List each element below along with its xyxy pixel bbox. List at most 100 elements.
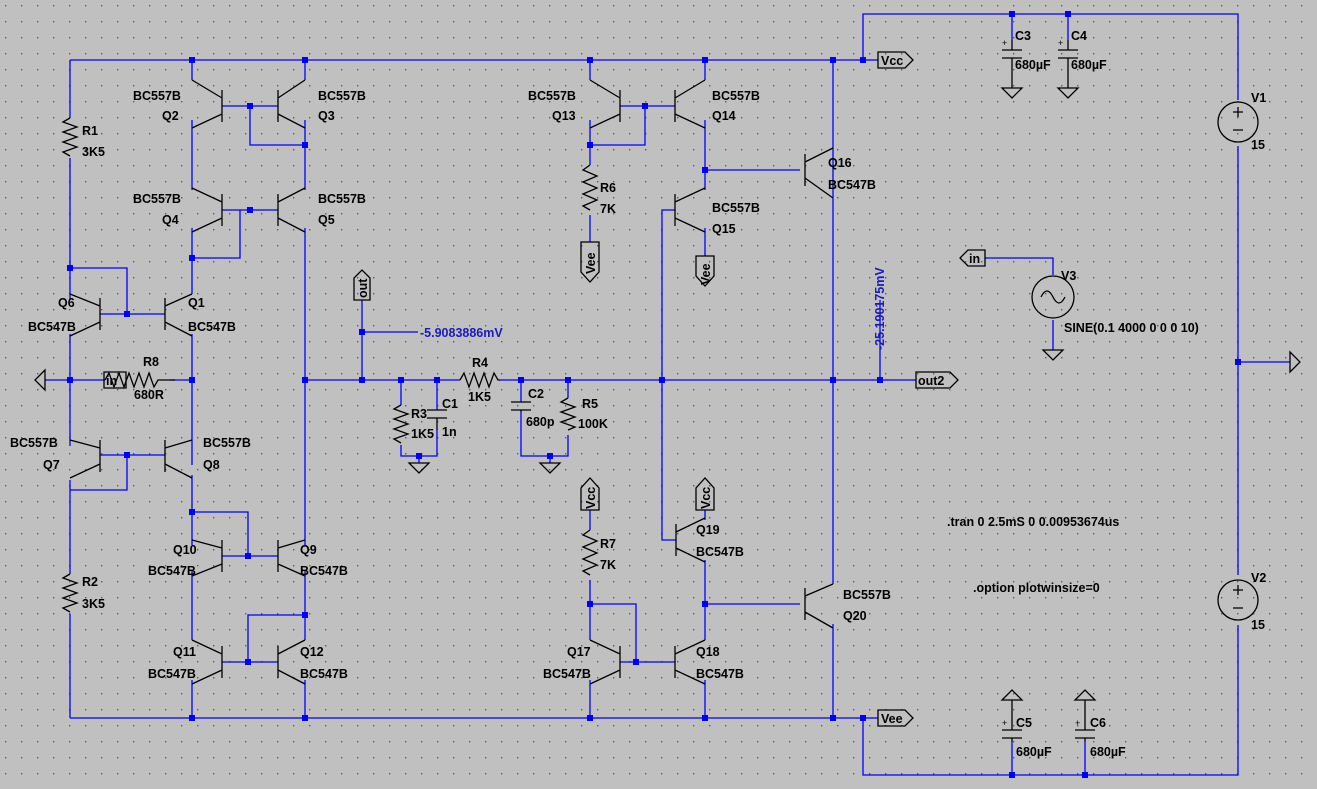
r7-ref-label: R7 bbox=[600, 537, 616, 551]
c4-ref-label: C4 bbox=[1071, 29, 1087, 43]
r4-value-label: 1K5 bbox=[468, 390, 491, 404]
svg-text:+: + bbox=[1075, 718, 1080, 728]
in-label-r8: in bbox=[106, 374, 117, 388]
vcc-rail-label: Vcc bbox=[881, 54, 903, 68]
q13-model-label: BC557B bbox=[528, 89, 576, 103]
q20-ref-label: Q20 bbox=[843, 609, 867, 623]
q7-ref-label: Q7 bbox=[43, 458, 60, 472]
q9-ref-label: Q9 bbox=[300, 543, 317, 557]
q8-ref-label: Q8 bbox=[203, 458, 220, 472]
r1-value-label: 3K5 bbox=[82, 145, 105, 159]
c6-ref-label: C6 bbox=[1090, 716, 1106, 730]
q4-ref-label: Q4 bbox=[162, 213, 179, 227]
source-labels: V1 15 V2 15 V3 SINE(0.1 4000 0 0 0 10) bbox=[1061, 91, 1266, 632]
q15-model-label: BC557B bbox=[712, 201, 760, 215]
q12-ref-label: Q12 bbox=[300, 645, 324, 659]
r5-value-label: 100K bbox=[578, 417, 608, 431]
resistor-labels: R1 3K5 R2 3K5 R3 1K5 R4 1K5 R5 100K R6 7… bbox=[82, 124, 616, 611]
q6-model-label: BC547B bbox=[28, 320, 76, 334]
option-directive[interactable]: .option plotwinsize=0 bbox=[973, 581, 1100, 595]
q3-ref-label: Q3 bbox=[318, 109, 335, 123]
svg-text:+: + bbox=[1058, 38, 1063, 48]
q18-ref-label: Q18 bbox=[696, 645, 720, 659]
capacitor-symbols: + + + + bbox=[427, 38, 1095, 742]
out2-probe-voltage: -25.190175mV bbox=[873, 267, 887, 350]
c6-value-label: 680µF bbox=[1090, 745, 1126, 759]
transistor-symbols bbox=[69, 79, 834, 685]
q11-model-label: BC547B bbox=[148, 667, 196, 681]
v3-value-label: SINE(0.1 4000 0 0 0 10) bbox=[1064, 321, 1199, 335]
v2-ref-label: V2 bbox=[1251, 571, 1266, 585]
q11-ref-label: Q11 bbox=[173, 645, 196, 659]
vee-rail-label: Vee bbox=[881, 712, 903, 726]
q18-model-label: BC547B bbox=[696, 667, 744, 681]
c5-value-label: 680µF bbox=[1016, 745, 1052, 759]
q6-ref-label: Q6 bbox=[58, 296, 75, 310]
q19-model-label: BC547B bbox=[696, 545, 744, 559]
svg-text:+: + bbox=[1002, 38, 1007, 48]
r6-value-label: 7K bbox=[600, 202, 616, 216]
capacitor-labels: C1 1n C2 680p C3 680µF C4 680µF C5 680µF… bbox=[442, 29, 1126, 759]
q17-ref-label: Q17 bbox=[567, 645, 591, 659]
q7-model-label: BC557B bbox=[10, 436, 58, 450]
q14-model-label: BC557B bbox=[712, 89, 760, 103]
r1-ref-label: R1 bbox=[82, 124, 98, 138]
q1-model-label: BC547B bbox=[188, 320, 236, 334]
q16-model-label: BC547B bbox=[828, 178, 876, 192]
q19-ref-label: Q19 bbox=[696, 523, 720, 537]
q10-ref-label: Q10 bbox=[173, 543, 197, 557]
r3-ref-label: R3 bbox=[411, 407, 427, 421]
r2-ref-label: R2 bbox=[82, 575, 98, 589]
q9-model-label: BC547B bbox=[300, 564, 348, 578]
c2-value-label: 680p bbox=[526, 415, 555, 429]
r3-value-label: 1K5 bbox=[411, 427, 434, 441]
v2-value-label: 15 bbox=[1251, 618, 1265, 632]
r2-value-label: 3K5 bbox=[82, 597, 105, 611]
r6-ref-label: R6 bbox=[600, 181, 616, 195]
r8-value-label: 680R bbox=[134, 388, 164, 402]
q15-ref-label: Q15 bbox=[712, 222, 736, 236]
vcc-label-q19: Vcc bbox=[699, 487, 713, 509]
v3-ref-label: V3 bbox=[1061, 269, 1076, 283]
c1-value-label: 1n bbox=[442, 425, 457, 439]
tran-directive[interactable]: .tran 0 2.5mS 0 0.00953674us bbox=[947, 515, 1119, 529]
vee-label-r6: Vee bbox=[584, 252, 598, 274]
in-label-v3: in bbox=[969, 252, 980, 266]
q8-model-label: BC557B bbox=[203, 436, 251, 450]
out2-label: out2 bbox=[918, 374, 944, 388]
q14-ref-label: Q14 bbox=[712, 109, 736, 123]
q12-model-label: BC547B bbox=[300, 667, 348, 681]
r8-ref-label: R8 bbox=[143, 355, 159, 369]
q1-ref-label: Q1 bbox=[188, 296, 205, 310]
c1-ref-label: C1 bbox=[442, 397, 458, 411]
q16-ref-label: Q16 bbox=[828, 156, 852, 170]
c3-value-label: 680µF bbox=[1015, 58, 1051, 72]
v1-ref-label: V1 bbox=[1251, 91, 1266, 105]
ground-symbols bbox=[34, 87, 1301, 701]
q17-model-label: BC547B bbox=[543, 667, 591, 681]
out-label: out bbox=[356, 278, 370, 298]
vee-label-q15: Vee bbox=[699, 263, 713, 285]
v1-value-label: 15 bbox=[1251, 138, 1265, 152]
vcc-label-r7: Vcc bbox=[584, 487, 598, 509]
c5-ref-label: C5 bbox=[1016, 716, 1032, 730]
source-symbols bbox=[1031, 101, 1259, 621]
r7-value-label: 7K bbox=[600, 558, 616, 572]
svg-text:+: + bbox=[1002, 718, 1007, 728]
c3-ref-label: C3 bbox=[1015, 29, 1031, 43]
q5-model-label: BC557B bbox=[318, 192, 366, 206]
junctions bbox=[67, 11, 1241, 778]
probe-readouts: -5.9083886mV -25.190175mV bbox=[420, 267, 887, 350]
spice-directives: .tran 0 2.5mS 0 0.00953674us .option plo… bbox=[947, 515, 1119, 595]
q2-model-label: BC557B bbox=[133, 89, 181, 103]
q5-ref-label: Q5 bbox=[318, 213, 335, 227]
transistor-labels: BC557B Q2 BC557B Q3 BC557B Q4 BC557B Q5 … bbox=[10, 89, 891, 681]
c4-value-label: 680µF bbox=[1071, 58, 1107, 72]
out-probe-voltage: -5.9083886mV bbox=[420, 326, 503, 340]
q4-model-label: BC557B bbox=[133, 192, 181, 206]
net-label-texts: Vcc Vee out2 in in out Vcc Vcc Vee Vee bbox=[106, 54, 980, 726]
r4-ref-label: R4 bbox=[472, 356, 488, 370]
c2-ref-label: C2 bbox=[528, 387, 544, 401]
